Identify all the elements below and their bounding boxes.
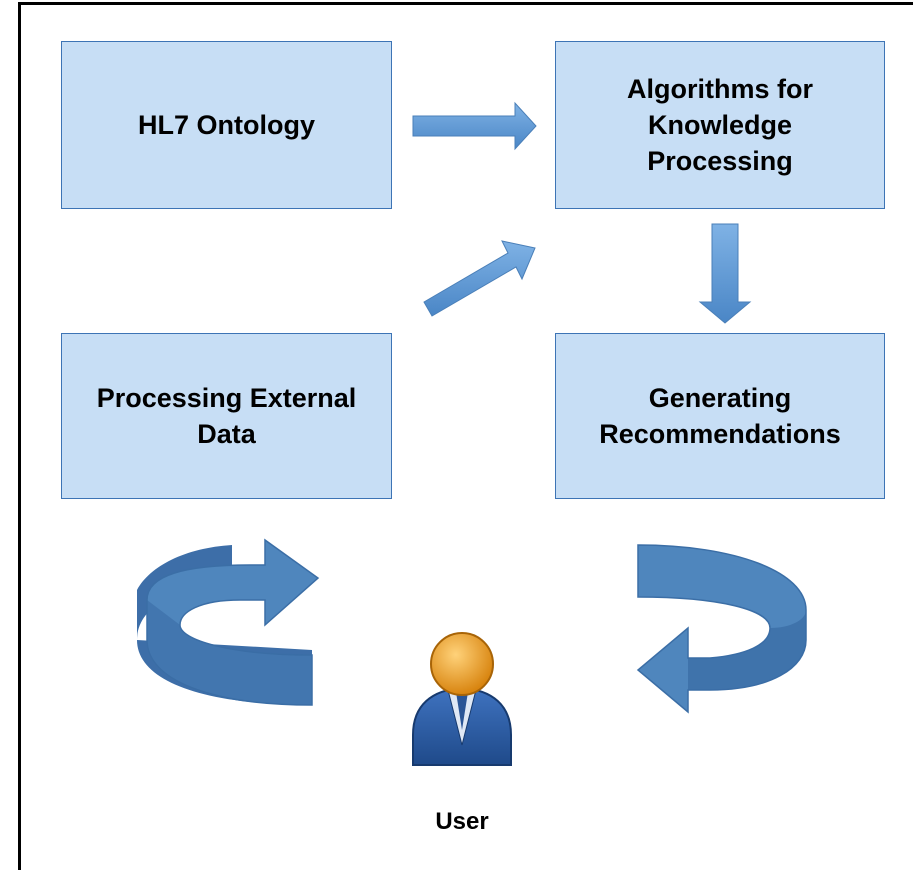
circular-arrow-left-icon [137,538,320,706]
recommendations-label: Generating Recommendations [599,383,841,449]
user-label: User [435,808,489,835]
arrow-right-icon [412,101,537,151]
recommendations-box: Generating Recommendations [555,333,885,499]
arrow-down-icon [698,223,752,324]
algorithms-box: Algorithms for Knowledge Processing [555,41,885,209]
hl7-ontology-label: HL7 Ontology [138,110,315,140]
user-icon [412,632,512,766]
external-data-box: Processing External Data [61,333,392,499]
arrow-diagonal-icon [423,240,536,317]
circular-arrow-right-icon [636,544,807,714]
external-data-label: Processing External Data [96,383,357,449]
diagram-frame [18,2,913,870]
hl7-ontology-box: HL7 Ontology [61,41,392,209]
algorithms-label: Algorithms for Knowledge Processing [627,74,813,176]
